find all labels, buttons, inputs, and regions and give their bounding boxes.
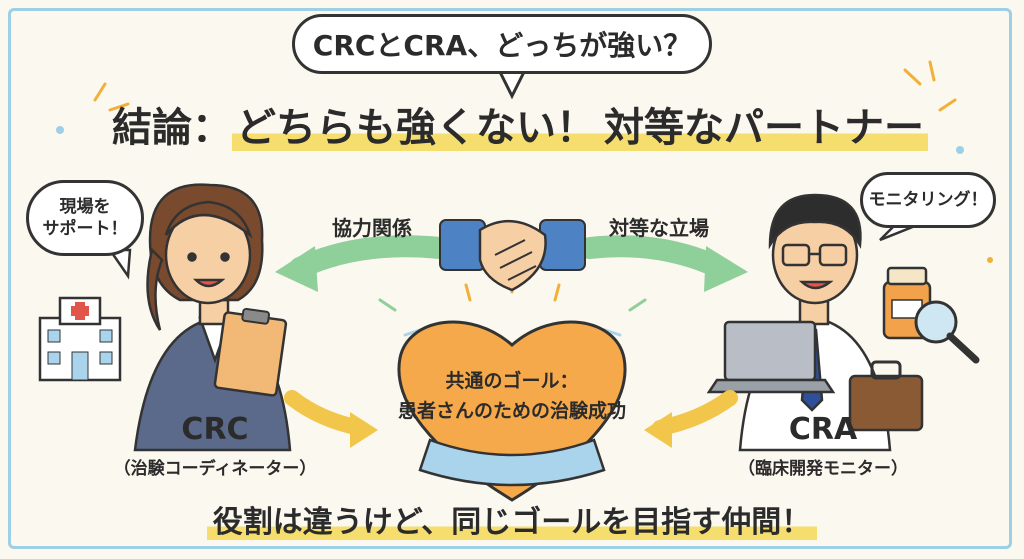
cooperation-label: 協力関係 [332,216,412,240]
clipboard-icon [213,307,288,397]
bubble-tail [497,70,527,100]
footer-text: 役割は違うけど、同じゴールを目指す仲間！ [206,505,818,540]
headline: 結論：どちらも強くない！対等なパートナー [100,98,940,158]
headline-equal-partner: 対等なパートナー [600,105,928,151]
monitoring-bubble: モニタリング！ [860,172,996,228]
cra-description: （臨床開発モニター） [738,459,908,479]
headline-conclusion: 結論： [112,105,232,151]
cra-title: CRA [788,412,858,447]
crc-description: （治験コーディネーター） [113,459,317,479]
laptop-icon [706,320,836,394]
arrow-to-goal-left [284,390,378,448]
magnifier-icon [914,300,980,364]
arrow-to-goal-right [644,390,738,448]
question-bubble: CRCとCRA、どっちが強い？ [292,14,712,74]
arrow-left-green [275,235,451,292]
arrow-right-green [579,235,748,292]
footer-message: 役割は違うけど、同じゴールを目指す仲間！ [150,500,874,546]
hospital-icon [38,296,122,382]
crc-title: CRC [181,412,249,447]
common-goal-text: 共通のゴール： 患者さんのための治験成功 [397,370,626,422]
support-bubble: 現場を サポート！ [26,180,144,256]
headline-not-stronger: どちらも強くない！ [232,105,600,151]
equal-standing-label: 対等な立場 [609,216,709,240]
border-frame [8,8,1012,549]
handshake-icon [439,219,586,292]
crc-character [133,183,292,452]
ribbon-icon [418,438,606,487]
briefcase-icon [848,360,924,432]
